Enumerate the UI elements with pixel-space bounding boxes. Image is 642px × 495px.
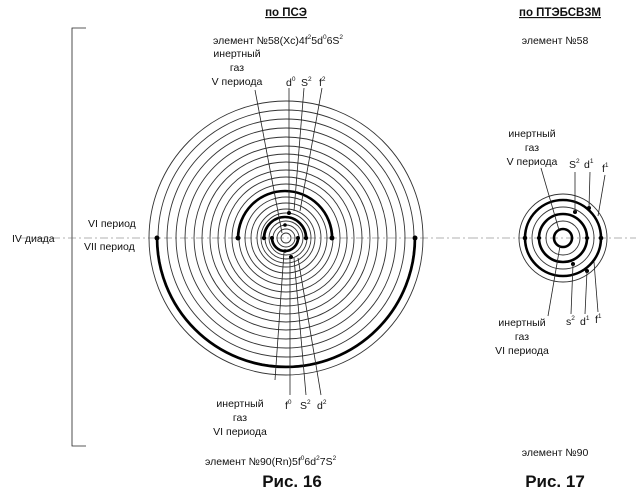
fig17-diagram [470, 167, 636, 317]
fig17-ring [518, 193, 608, 283]
fig16-top-arc-outer [236, 189, 334, 240]
fig17-dot [598, 235, 604, 241]
fig16-ring [201, 153, 371, 323]
fig17-pointer-line [584, 270, 588, 315]
fig16-ring [209, 161, 363, 315]
fig16-bottom-arc-inner [270, 236, 300, 253]
fig16-ring [268, 220, 304, 256]
fig17-pointer-line [547, 245, 561, 317]
fig16-dot [283, 223, 287, 227]
fig17-ring-thick [552, 227, 574, 249]
fig16-dot [287, 211, 291, 215]
fig17-pointer-line [597, 174, 606, 217]
fig16-ring [260, 212, 312, 264]
fig16-top-inert-line3: V периода [212, 76, 263, 88]
fig16-ring [276, 228, 296, 248]
fig16-top-orbital-s: S2 [301, 76, 312, 89]
fig16-top-element: элемент №58(Хс)4f25d06S2 [213, 34, 343, 47]
fig17-bottom-orbital-f: f1 [595, 313, 602, 326]
fig16-ring [244, 196, 328, 280]
fig16-pointer-line [297, 257, 322, 396]
fig17-top-element: элемент №58 [522, 35, 589, 47]
fig17-pointer-line [588, 171, 591, 209]
fig16-bottom-inert-line3: VI периода [213, 426, 267, 438]
fig16-rings [148, 100, 424, 376]
fig16-top-orbital-f: f2 [319, 76, 326, 89]
fig16-dot [235, 235, 241, 241]
fig16-pointer-line [254, 89, 283, 234]
fig16-dot [261, 235, 267, 241]
fig16-top-arc-inner [262, 215, 308, 240]
fig17-top-inert-line1: инертный [508, 128, 555, 140]
fig16-dot [270, 236, 274, 240]
fig16-ring [184, 136, 388, 340]
fig17-bottom-inert-line3: VI периода [495, 345, 549, 357]
fig17-pointer-line [593, 261, 599, 313]
fig16-pointer-line [274, 251, 285, 381]
fig16-top-orbital-d: d0 [286, 76, 296, 89]
fig17-dot [522, 235, 528, 241]
fig16-dot [154, 235, 160, 241]
fig17-bottom-element: элемент №90 [522, 447, 589, 459]
fig16-top-inert-line2: газ [230, 62, 244, 74]
fig17-pointer-line [570, 263, 574, 315]
fig16-pointer-line [293, 87, 305, 212]
fig16-pointer-line [293, 257, 307, 396]
fig17-bottom-inert-line2: газ [515, 331, 529, 343]
fig17-ring [531, 206, 595, 270]
period-7-label: VII период [84, 241, 135, 253]
fig17-ring [545, 220, 581, 256]
fig16-dot [283, 249, 287, 253]
fig16-ring [256, 208, 316, 268]
fig16-bottom-orbital-f: f0 [285, 399, 292, 412]
fig17-top-orbital-d: d1 [584, 158, 594, 171]
fig16-ring [231, 183, 341, 293]
fig16-pointer-line [299, 87, 323, 212]
fig16-top-inert-line1: инертный [213, 48, 260, 60]
fig16-diagram [20, 27, 470, 447]
fig17-pointer-line [540, 167, 560, 231]
fig16-dot [329, 235, 335, 241]
fig16-bottom-element: элемент №90(Rn)5f06d27S2 [205, 455, 337, 468]
fig16-ring [217, 169, 355, 307]
fig17-bottom-orbital-s: s2 [566, 315, 575, 328]
fig16-ring [280, 232, 292, 244]
diad-bracket [71, 27, 86, 447]
fig17-caption: Рис. 17 [525, 472, 585, 491]
fig16-bottom-orbital-d: d2 [317, 399, 327, 412]
fig17-top-orbital-f: f1 [602, 162, 609, 175]
diad-label: IV диада [12, 233, 55, 245]
fig16-caption: Рис. 16 [262, 472, 322, 491]
fig16-ring [193, 145, 379, 331]
fig16-dot [296, 236, 300, 240]
period-6-label: VI период [88, 218, 136, 230]
fig16-bottom-arc-outer [155, 236, 417, 369]
fig17-bottom-inert-line1: инертный [498, 317, 545, 329]
fig17-dot [536, 235, 542, 241]
fig17-top-inert-line2: газ [525, 142, 539, 154]
fig17-top-orbital-s: S2 [569, 158, 580, 171]
fig16-ring [175, 127, 397, 349]
fig16-bottom-inert-line2: газ [233, 412, 247, 424]
fig17-dot [584, 235, 590, 241]
fig16-bottom-inert-line1: инертный [216, 398, 263, 410]
fig17-title: по ПТЭБСВЗМ [519, 7, 601, 19]
fig16-title: по ПСЭ [265, 7, 307, 19]
fig16-ring [250, 202, 322, 274]
fig17-top-inert-line3: V периода [507, 156, 558, 168]
fig16-dot [412, 235, 418, 241]
fig16-bottom-orbital-s: S2 [300, 399, 311, 412]
fig16-ring [148, 100, 424, 376]
fig16-ring [224, 176, 348, 300]
fig16-ring [166, 118, 406, 358]
fig17-bottom-orbital-d: d1 [580, 315, 590, 328]
fig16-dot [303, 235, 309, 241]
